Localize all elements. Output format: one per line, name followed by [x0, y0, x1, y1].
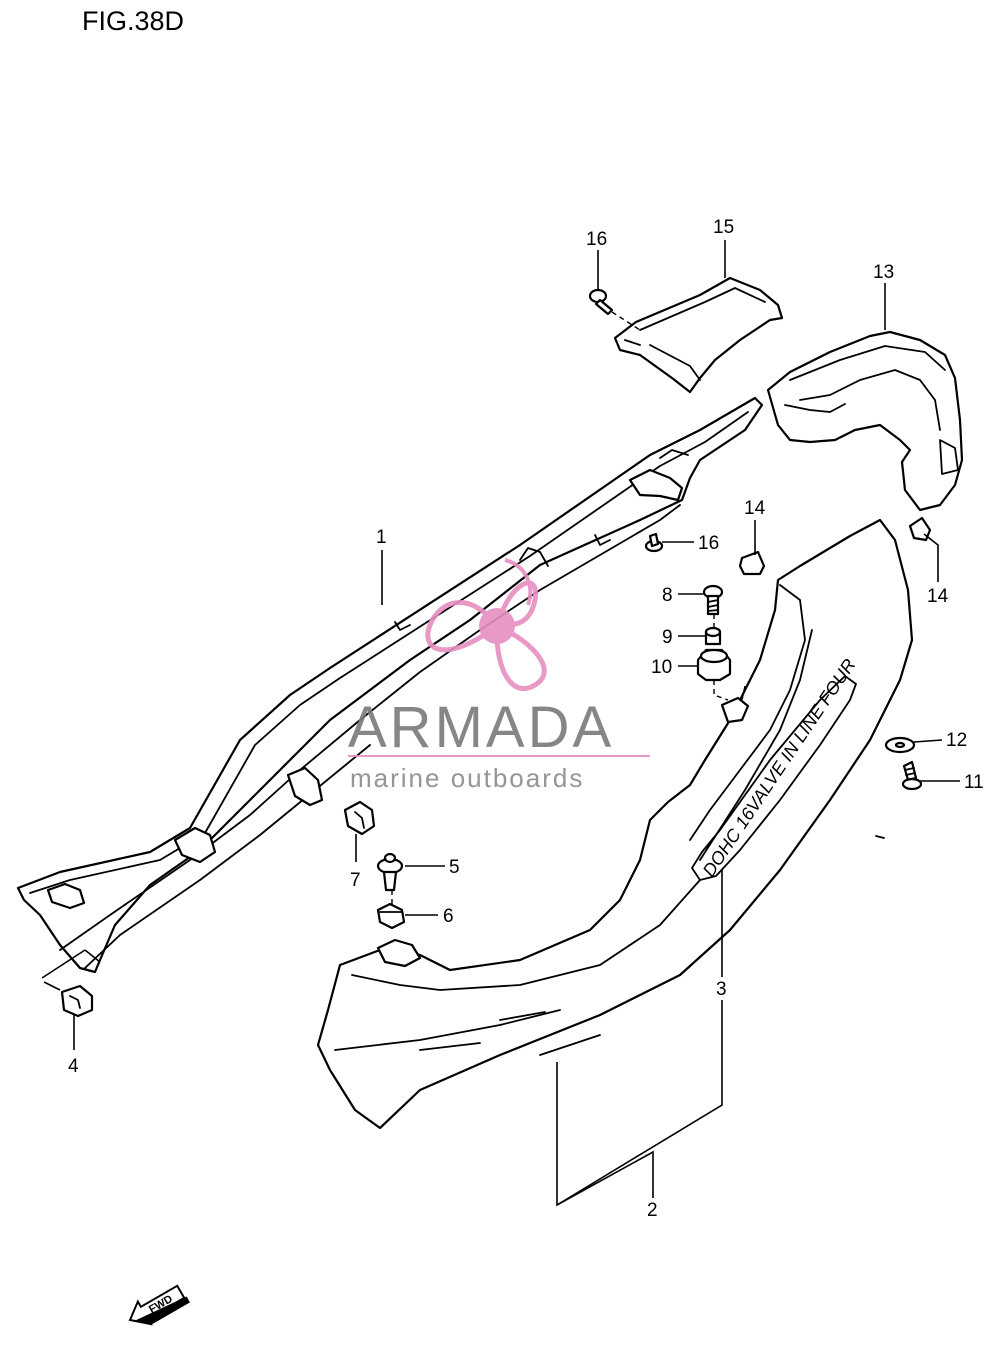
callout-12: 12 [946, 730, 967, 751]
callout-1: 1 [376, 527, 387, 548]
callout-5: 5 [449, 857, 460, 878]
callout-4: 4 [68, 1056, 79, 1077]
callout-10: 10 [651, 657, 672, 678]
callout-15: 15 [713, 217, 734, 238]
callout-16-mid: 16 [698, 533, 719, 554]
callout-2: 2 [647, 1200, 658, 1221]
callout-11: 11 [964, 772, 984, 793]
part-4-grommet [60, 984, 94, 1018]
fwd-arrow-icon: FWD [128, 1284, 190, 1326]
callout-7: 7 [350, 870, 361, 891]
callout-labels: 1 2 3 4 5 6 7 8 9 10 11 12 13 14 14 15 1… [68, 217, 984, 1221]
leader-lines [41, 240, 960, 1207]
callout-8: 8 [662, 585, 673, 606]
part-10-damper [696, 648, 732, 682]
part-13-rear-tail-piece [766, 330, 964, 512]
callout-6: 6 [443, 906, 454, 927]
part-14-clip-a [738, 550, 766, 576]
propeller-logo-icon [425, 558, 547, 691]
armada-watermark: ARMADA marine outboards [348, 558, 650, 793]
callout-3: 3 [716, 979, 727, 1000]
part-16-screw-b [644, 532, 664, 553]
part-9-collar [704, 626, 722, 646]
part-15-tail-cover [613, 276, 784, 394]
part-1-frame-cover [16, 396, 764, 974]
callout-14-right: 14 [927, 586, 949, 607]
part-2-3-lower-cowling: DOHC 16VALVE IN LINE FOUR [316, 518, 914, 1130]
watermark-tagline: marine outboards [350, 763, 584, 793]
part-5-clip-pin [376, 852, 404, 892]
part-7-grommet [343, 800, 376, 836]
callout-9: 9 [662, 627, 673, 648]
figure-title: FIG.38D [82, 6, 185, 36]
watermark-brand: ARMADA [348, 695, 614, 760]
callout-16-upper: 16 [586, 229, 607, 250]
part-6-nut [376, 902, 406, 930]
part-8-bolt [702, 584, 724, 616]
part-11-bolt [901, 760, 923, 791]
callout-14-upper: 14 [744, 498, 766, 519]
part-12-washer [884, 736, 916, 754]
part-16-screw-a [588, 288, 614, 316]
callout-13: 13 [873, 262, 894, 283]
